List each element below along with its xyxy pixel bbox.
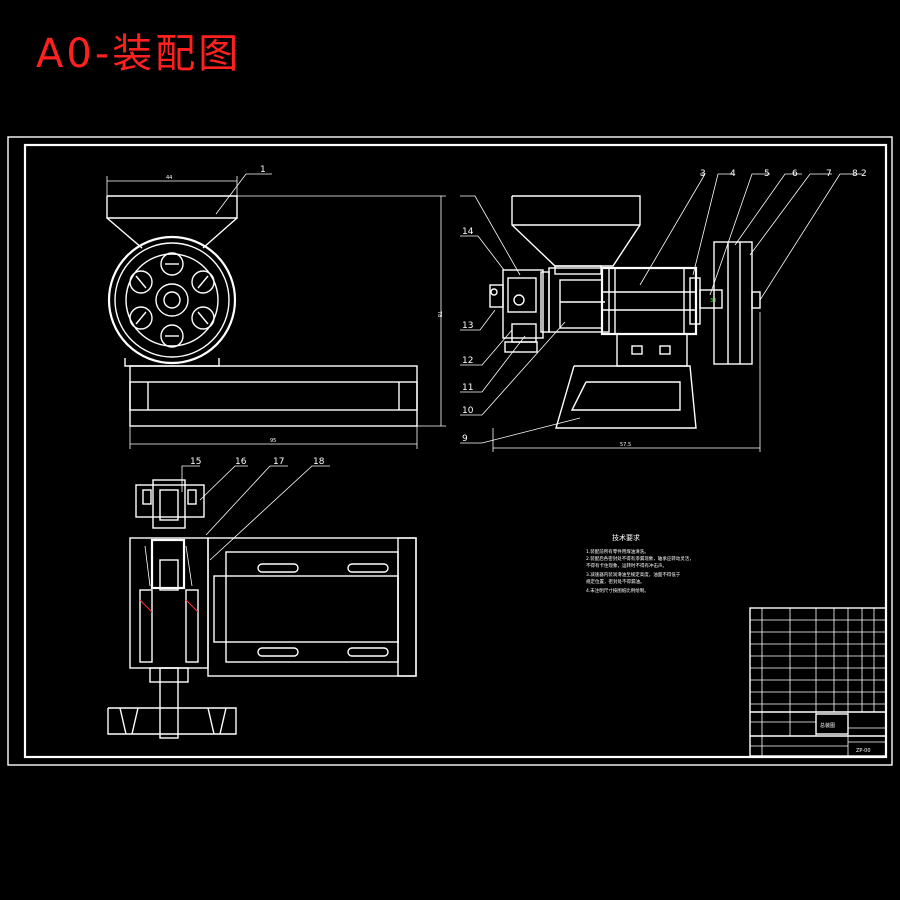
tech-req-line-2: 2.装配后各密封处不得有渗漏现象，轴承应转动灵活， bbox=[586, 555, 694, 562]
tech-req-line-1: 1.装配前所有零件用煤油清洗。 bbox=[586, 548, 649, 555]
technical-requirements: 技术要求 1.装配前所有零件用煤油清洗。 2.装配后各密封处不得有渗漏现象，轴承… bbox=[586, 533, 694, 594]
title-block-name: 总装图 bbox=[820, 722, 835, 729]
part-label-5: 5 bbox=[764, 169, 770, 179]
part-label-15: 15 bbox=[190, 457, 201, 467]
part-number-labels: 1 2 3 4 5 6 7 8 9 10 11 12 13 14 15 16 1… bbox=[190, 165, 867, 467]
part-label-3: 3 bbox=[700, 169, 706, 179]
part-label-6: 6 bbox=[792, 169, 798, 179]
front-view: 44 78 95 bbox=[106, 173, 446, 449]
part-label-12: 12 bbox=[462, 356, 473, 366]
part-label-16: 16 bbox=[235, 457, 247, 467]
section-view bbox=[107, 465, 417, 739]
tech-req-line-5: 规定位置，密封处不得漏油。 bbox=[586, 578, 645, 585]
part-label-1: 1 bbox=[260, 165, 266, 175]
part-label-17: 17 bbox=[273, 457, 284, 467]
dim-side-length: 57.5 bbox=[620, 442, 631, 448]
outer-frame bbox=[7, 136, 893, 766]
tech-req-heading: 技术要求 bbox=[612, 533, 640, 542]
part-label-4: 4 bbox=[730, 169, 736, 179]
side-view: 30 57.5 bbox=[460, 173, 862, 452]
dim-height: 78 bbox=[436, 311, 442, 317]
tech-req-line-4: 3.减速器内装润滑油至规定高度，油面不得低于 bbox=[586, 571, 681, 578]
dim-base-width: 95 bbox=[270, 438, 276, 444]
part-label-8: 8 bbox=[852, 169, 858, 179]
part-label-18: 18 bbox=[313, 457, 325, 467]
part-label-9: 9 bbox=[462, 434, 468, 444]
title-block: 总装图 ZP-00 bbox=[749, 607, 887, 757]
part-label-7: 7 bbox=[826, 169, 832, 179]
dim-top-width: 44 bbox=[166, 175, 172, 181]
part-label-10: 10 bbox=[462, 406, 474, 416]
part-label-14: 14 bbox=[462, 227, 474, 237]
dim-shaft: 30 bbox=[710, 298, 716, 304]
part-label-2: 2 bbox=[861, 169, 867, 179]
part-label-11: 11 bbox=[462, 383, 473, 393]
inner-frame bbox=[23, 143, 888, 759]
tech-req-line-3: 不得有卡住现象，运转时不得有冲击声。 bbox=[586, 562, 667, 569]
part-label-13: 13 bbox=[462, 321, 473, 331]
tech-req-line-6: 4.未注明尺寸按图纸比例绘制。 bbox=[586, 587, 649, 594]
title-block-drawing-no: ZP-00 bbox=[856, 748, 871, 754]
page-title: A0-装配图 bbox=[36, 31, 242, 77]
